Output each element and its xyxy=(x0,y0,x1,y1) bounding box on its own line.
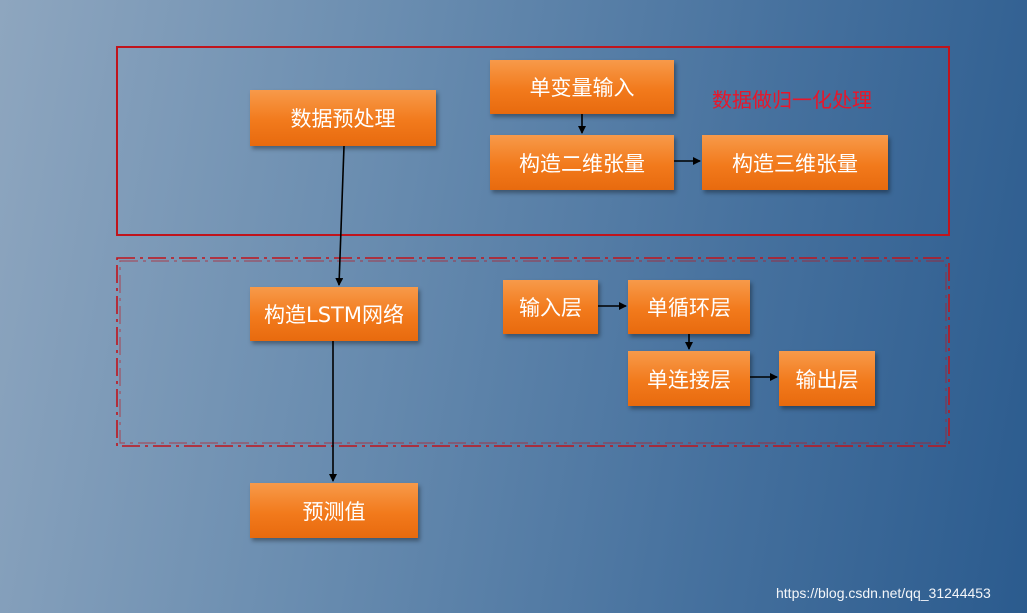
network-region xyxy=(116,257,950,447)
node-input-layer: 输入层 xyxy=(503,280,598,334)
node-single-rnn-layer: 单循环层 xyxy=(628,280,750,334)
network-region-border xyxy=(116,257,950,447)
preprocessing-region xyxy=(116,46,950,236)
node-preprocess: 数据预处理 xyxy=(250,90,436,146)
node-univariate-input: 单变量输入 xyxy=(490,60,674,114)
edge-preprocess-to-lstm xyxy=(335,145,345,286)
normalization-annotation: 数据做归一化处理 xyxy=(712,88,872,112)
node-build-3d-tensor: 构造三维张量 xyxy=(702,135,888,190)
node-output-layer: 输出层 xyxy=(779,351,875,406)
node-build-lstm: 构造LSTM网络 xyxy=(250,287,418,341)
node-prediction: 预测值 xyxy=(250,483,418,538)
node-build-2d-tensor: 构造二维张量 xyxy=(490,135,674,190)
watermark-url: https://blog.csdn.net/qq_31244453 xyxy=(776,585,991,601)
node-single-dense-layer: 单连接层 xyxy=(628,351,750,406)
